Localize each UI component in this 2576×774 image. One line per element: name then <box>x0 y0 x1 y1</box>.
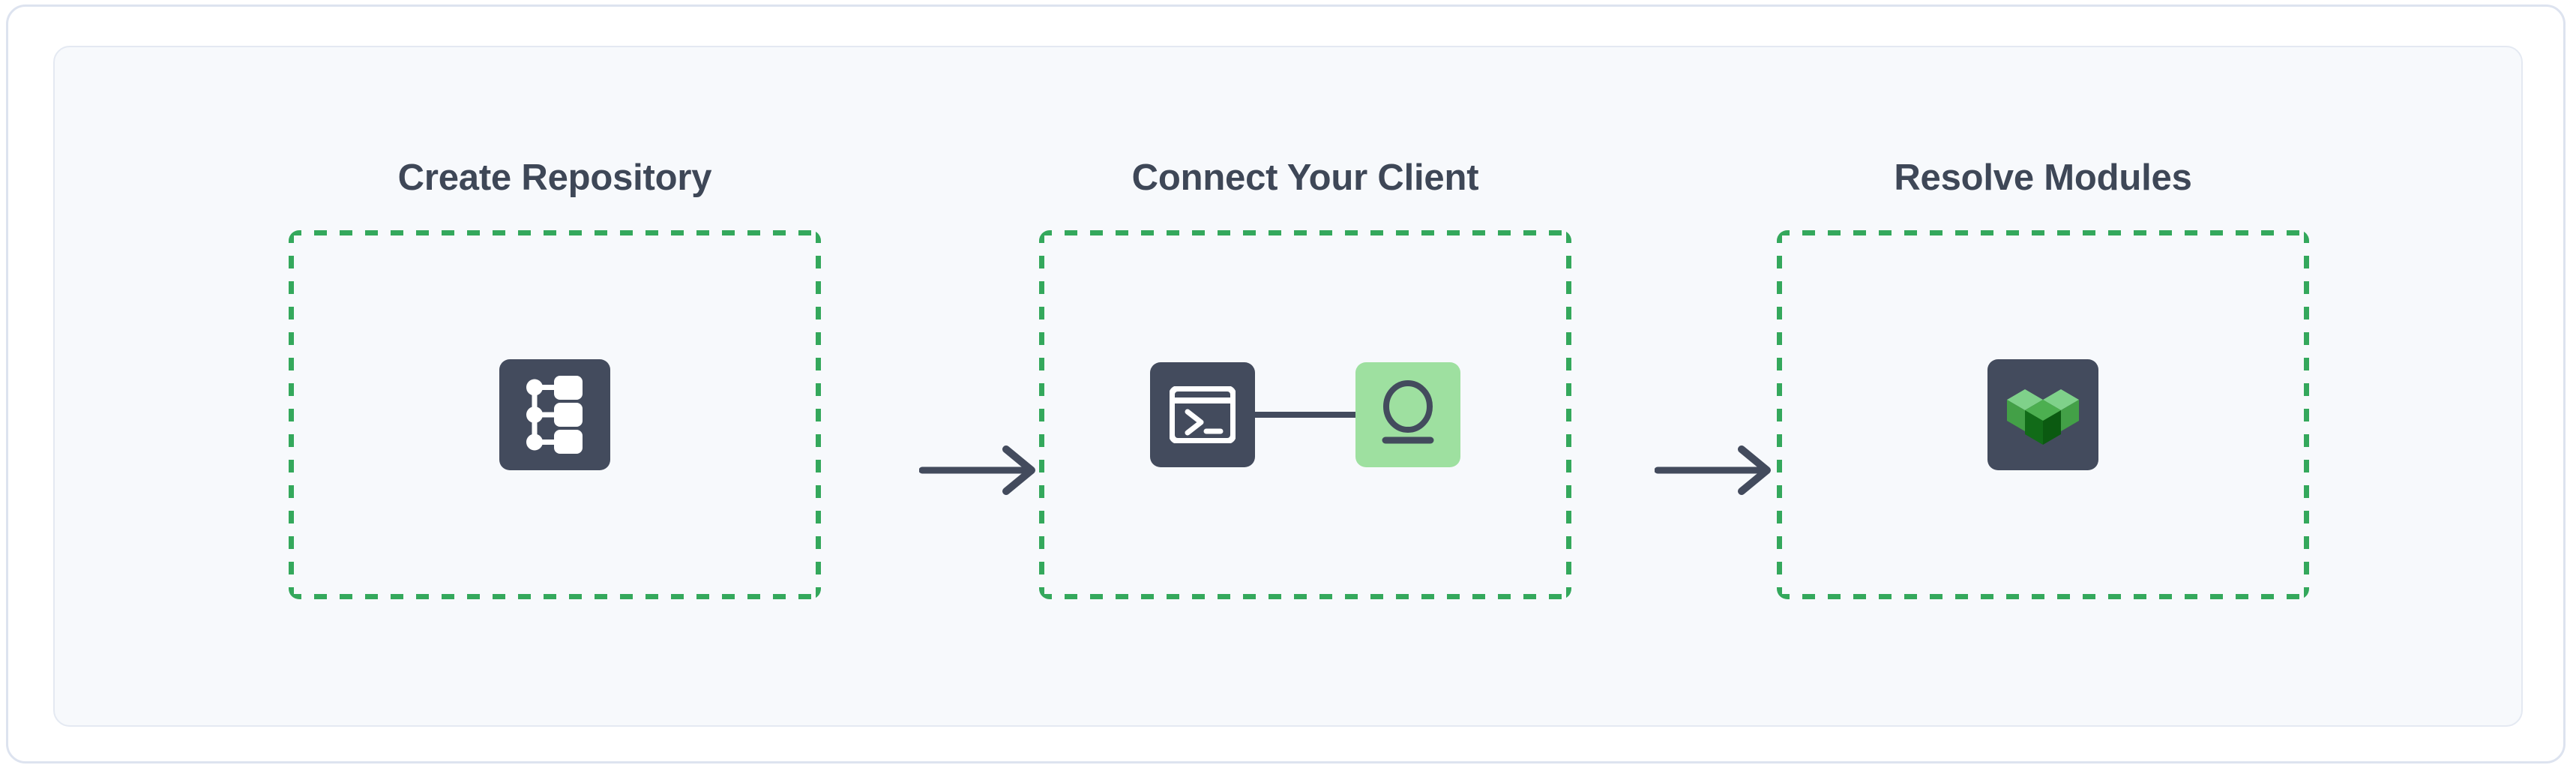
connection-line <box>1255 412 1355 418</box>
step-create-repository: Create Repository <box>285 158 825 599</box>
client-device-icon <box>1355 362 1460 467</box>
modules-cubes-icon <box>1987 359 2098 470</box>
step-connect-your-client: Connect Your Client <box>1035 158 1575 599</box>
client-connection-group <box>1150 362 1460 467</box>
dropzone-connect-your-client[interactable] <box>1039 230 1571 599</box>
arrow-step2-to-step3 <box>1655 440 1775 500</box>
repository-tree-icon <box>499 359 610 470</box>
step-resolve-modules: Resolve Modules <box>1773 158 2313 599</box>
step-title-resolve-modules: Resolve Modules <box>1894 158 2192 198</box>
dropzone-resolve-modules[interactable] <box>1777 230 2309 599</box>
onboarding-card: Create Repository <box>6 4 2566 764</box>
step-title-create-repository: Create Repository <box>397 158 712 198</box>
step-title-connect-your-client: Connect Your Client <box>1131 158 1479 198</box>
terminal-icon <box>1150 362 1255 467</box>
dropzone-create-repository[interactable] <box>289 230 821 599</box>
onboarding-panel: Create Repository <box>53 46 2523 727</box>
onboarding-flow: Create Repository <box>55 47 2521 725</box>
arrow-step1-to-step2 <box>919 440 1039 500</box>
